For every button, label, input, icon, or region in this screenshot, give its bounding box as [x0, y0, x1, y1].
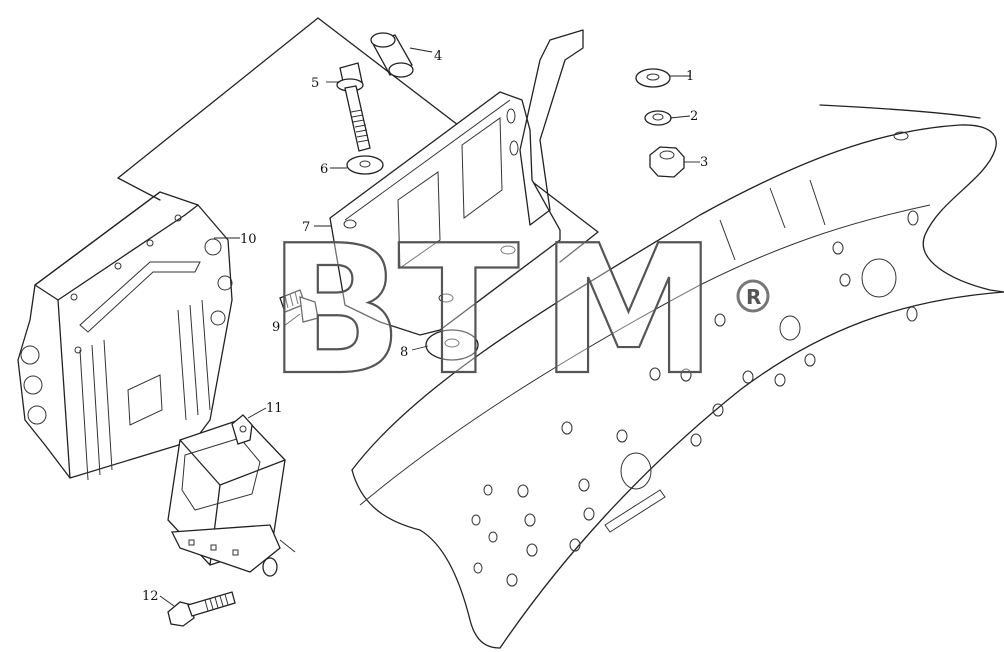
registered-mark-letter: R: [746, 285, 761, 309]
bolt-short: [279, 289, 319, 323]
watermark-letter-m: M: [540, 207, 717, 414]
callout-1: 1: [686, 69, 694, 84]
callout-9: 9: [272, 320, 280, 335]
watermark-letter-b: B: [268, 207, 404, 414]
spring-washer-2: [644, 110, 672, 126]
hex-nut-3: [649, 146, 685, 178]
registered-mark-icon: [736, 279, 770, 313]
watermark-letter-t: T: [398, 207, 519, 414]
btm-watermark: B T M R: [267, 206, 770, 415]
spacer-sleeve: [370, 32, 414, 78]
mounting-bracket: [329, 29, 584, 336]
ecu-controller: [17, 191, 233, 481]
washer-6: [346, 155, 384, 175]
callout-labels: 1 2 3 4 5 6 7 8 9 10 11 12: [142, 49, 708, 604]
callout-7: 7: [302, 220, 310, 235]
flat-washer-1: [635, 68, 671, 88]
leader-lines: [159, 47, 700, 607]
callout-3: 3: [700, 155, 708, 170]
callout-5: 5: [311, 76, 319, 91]
frame-rail: [351, 104, 1004, 649]
relay-module: [167, 414, 296, 577]
callout-12: 12: [142, 589, 159, 604]
flange-bolt-12: [167, 591, 236, 627]
washer-8: [425, 329, 479, 361]
callout-10: 10: [240, 232, 257, 247]
callout-6: 6: [320, 162, 328, 177]
callout-4: 4: [434, 49, 442, 64]
callout-2: 2: [690, 109, 698, 124]
callout-11: 11: [266, 401, 283, 416]
flange-bolt-long: [336, 62, 371, 152]
callout-8: 8: [400, 345, 408, 360]
